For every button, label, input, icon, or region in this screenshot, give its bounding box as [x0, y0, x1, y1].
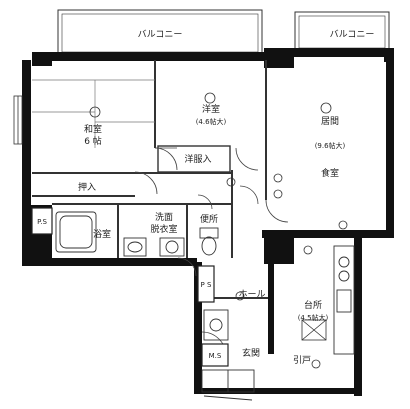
- kitchen-counter: [333, 245, 355, 355]
- shaft-ps-left-label: P.S: [37, 218, 47, 226]
- room-hikido-name: 引戸: [293, 355, 311, 366]
- room-daidokoro-size: (4.5帖大): [298, 313, 329, 322]
- pipe-shafts: [31, 207, 229, 367]
- room-washitsu-name: 和室: [84, 123, 102, 135]
- room-youfukuire-name: 洋服入: [184, 153, 211, 165]
- window-left: [13, 95, 23, 145]
- room-oshiire-name: 押入: [78, 181, 96, 193]
- room-senmen-sub: 脱衣室: [150, 223, 177, 235]
- room-kyoma-name: 居間: [321, 116, 339, 127]
- shaft-ps-center-label: P S: [201, 281, 212, 289]
- door-swings: [134, 147, 289, 357]
- room-hall-name: ホール: [238, 289, 265, 300]
- partitions: [32, 60, 268, 299]
- room-shokushitsu-name: 食室: [321, 167, 339, 179]
- balcony-left-label: バルコニー: [138, 29, 183, 40]
- tatami-mats: [32, 79, 155, 148]
- washing-machine: [159, 237, 185, 257]
- room-youshitsu-name: 洋室: [202, 103, 220, 115]
- room-genkan-name: 玄関: [242, 347, 260, 359]
- fridge-space: [301, 319, 327, 341]
- balcony-right-label: バルコニー: [330, 29, 375, 40]
- room-senmen-name: 洗面: [155, 211, 173, 223]
- equipment-symbols: [89, 92, 348, 369]
- room-washitsu-size: 6 帖: [84, 135, 102, 147]
- room-kyoma-size: (9.6帖大): [315, 141, 346, 150]
- room-benjo-name: 便所: [200, 213, 218, 225]
- bathtub: [55, 211, 97, 253]
- entrance-door: [201, 369, 255, 401]
- room-daidokoro-name: 台所: [304, 299, 322, 311]
- shoe-cabinet: [203, 309, 229, 341]
- toilet: [199, 227, 219, 256]
- washbasin: [123, 237, 147, 257]
- shaft-ms-label: M.S: [209, 352, 222, 360]
- room-youshitsu-size: (4.6帖大): [196, 117, 227, 126]
- room-yokushitsu-name: 浴室: [93, 228, 111, 240]
